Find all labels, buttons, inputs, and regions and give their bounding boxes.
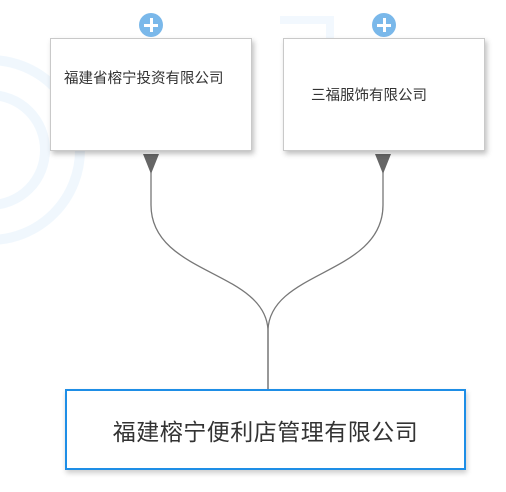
parent-node-left-label: 福建省榕宁投资有限公司 xyxy=(64,71,224,87)
child-node[interactable]: 福建榕宁便利店管理有限公司 xyxy=(65,389,466,470)
arrow-right-icon xyxy=(375,154,391,174)
parent-node-left[interactable]: 福建省榕宁投资有限公司 xyxy=(50,38,252,151)
arrow-left-icon xyxy=(143,154,159,174)
expand-left-parent-button[interactable] xyxy=(139,13,163,37)
child-node-label: 福建榕宁便利店管理有限公司 xyxy=(112,419,419,446)
parent-node-right[interactable]: 三福服饰有限公司 xyxy=(283,38,485,151)
edge-right-to-child xyxy=(267,160,384,389)
parent-node-right-label: 三福服饰有限公司 xyxy=(311,88,427,104)
expand-right-parent-button[interactable] xyxy=(372,13,396,37)
edge-left-to-child xyxy=(150,160,269,389)
